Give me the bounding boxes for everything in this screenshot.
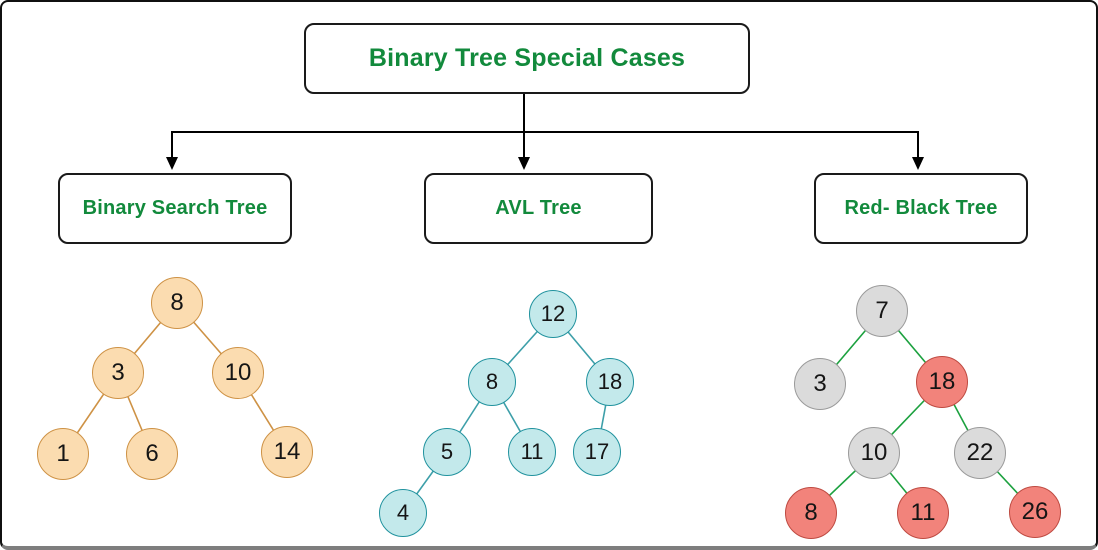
- category-label-red-black-tree: Red- Black Tree: [844, 197, 998, 219]
- tree-node-avl-tree-18: 18: [586, 358, 634, 406]
- tree-node-binary-search-tree-10: 10: [212, 347, 264, 399]
- tree-node-binary-search-tree-1: 1: [37, 428, 89, 480]
- category-box-avl-tree: AVL Tree: [424, 173, 653, 244]
- tree-node-binary-search-tree-6: 6: [126, 428, 178, 480]
- category-box-red-black-tree: Red- Black Tree: [814, 173, 1028, 244]
- tree-node-value: 17: [584, 439, 610, 464]
- tree-node-red-black-tree-11: 11: [897, 487, 949, 539]
- tree-node-red-black-tree-8: 8: [785, 487, 837, 539]
- tree-node-value: 7: [875, 297, 889, 324]
- tree-node-value: 3: [111, 359, 125, 386]
- tree-node-red-black-tree-22: 22: [954, 427, 1006, 479]
- tree-node-value: 4: [396, 500, 410, 525]
- tree-node-avl-tree-8: 8: [468, 358, 516, 406]
- tree-node-binary-search-tree-14: 14: [261, 426, 313, 478]
- tree-node-binary-search-tree-8: 8: [151, 277, 203, 329]
- tree-node-red-black-tree-3: 3: [794, 358, 846, 410]
- tree-node-value: 22: [966, 439, 994, 466]
- tree-node-value: 10: [224, 359, 252, 386]
- tree-node-value: 8: [804, 499, 818, 526]
- tree-node-value: 18: [928, 368, 956, 395]
- tree-node-avl-tree-12: 12: [529, 290, 577, 338]
- category-label-avl-tree: AVL Tree: [495, 197, 582, 219]
- tree-node-red-black-tree-26: 26: [1009, 486, 1061, 538]
- tree-node-avl-tree-11: 11: [508, 428, 556, 476]
- tree-node-value: 18: [597, 369, 623, 394]
- tree-node-red-black-tree-7: 7: [856, 285, 908, 337]
- tree-node-value: 8: [170, 289, 184, 316]
- category-label-binary-search-tree: Binary Search Tree: [82, 197, 268, 219]
- connector-arrow-avl-head: [518, 157, 530, 170]
- category-box-binary-search-tree: Binary Search Tree: [58, 173, 292, 244]
- tree-node-value: 12: [540, 301, 566, 326]
- tree-node-value: 3: [813, 370, 827, 397]
- tree-node-value: 26: [1021, 498, 1049, 525]
- tree-node-value: 6: [145, 440, 159, 467]
- title-label: Binary Tree Special Cases: [368, 44, 686, 72]
- tree-node-value: 14: [273, 438, 301, 465]
- tree-node-avl-tree-17: 17: [573, 428, 621, 476]
- tree-node-value: 5: [440, 439, 454, 464]
- tree-node-red-black-tree-18: 18: [916, 356, 968, 408]
- tree-node-value: 8: [485, 369, 499, 394]
- connector-arrow-rbt-head: [912, 157, 924, 170]
- tree-node-avl-tree-4: 4: [379, 489, 427, 537]
- tree-node-binary-search-tree-3: 3: [92, 347, 144, 399]
- title-box: Binary Tree Special Cases: [304, 23, 750, 94]
- tree-node-value: 11: [520, 439, 544, 464]
- tree-node-red-black-tree-10: 10: [848, 427, 900, 479]
- tree-node-avl-tree-5: 5: [423, 428, 471, 476]
- tree-node-value: 1: [56, 440, 70, 467]
- tree-node-value: 11: [910, 499, 936, 526]
- tree-node-value: 10: [860, 439, 888, 466]
- connector-arrow-bst-head: [166, 157, 178, 170]
